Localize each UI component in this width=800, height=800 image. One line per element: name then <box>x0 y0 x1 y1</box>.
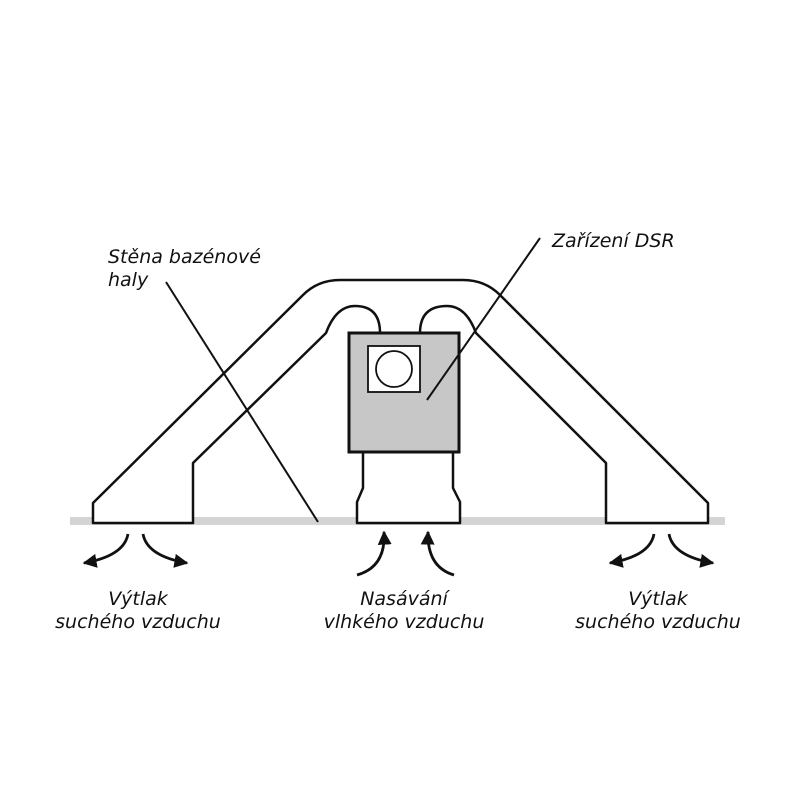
outlet-left-arrow-2 <box>141 533 189 568</box>
intake-label-line-1: Nasávání <box>360 588 448 610</box>
outlet-right-arrow-2 <box>667 533 715 568</box>
outlet-left-label-line-2: suchého vzduchu <box>55 611 221 633</box>
device-label-text: Zařízení DSR <box>552 230 675 252</box>
outlet-left-label-line-1: Výtlak <box>108 588 168 610</box>
wall-leader-line <box>165 281 319 523</box>
outlet-right-label: Výtlak suchého vzduchu <box>558 588 758 634</box>
intake-arrow-1 <box>356 530 392 577</box>
outlet-right-label-line-1: Výtlak <box>628 588 688 610</box>
device-leader-line <box>426 237 541 401</box>
intake-label: Nasávání vlhkého vzduchu <box>304 588 504 634</box>
wall-label: Stěna bazénové haly <box>108 246 261 292</box>
wall-label-line-2: haly <box>108 269 149 291</box>
intake-duct <box>355 452 462 525</box>
device-label: Zařízení DSR <box>552 230 675 253</box>
air-duct <box>91 278 710 525</box>
outlet-left-arrow-1 <box>82 533 130 568</box>
outlet-right-label-line-2: suchého vzduchu <box>575 611 741 633</box>
outlet-left-label: Výtlak suchého vzduchu <box>38 588 238 634</box>
device-fan <box>375 350 413 388</box>
wall-label-line-1: Stěna bazénové <box>108 246 261 268</box>
intake-label-line-2: vlhkého vzduchu <box>323 611 485 633</box>
outlet-right-arrow-1 <box>608 533 656 568</box>
intake-arrow-2 <box>420 530 455 577</box>
